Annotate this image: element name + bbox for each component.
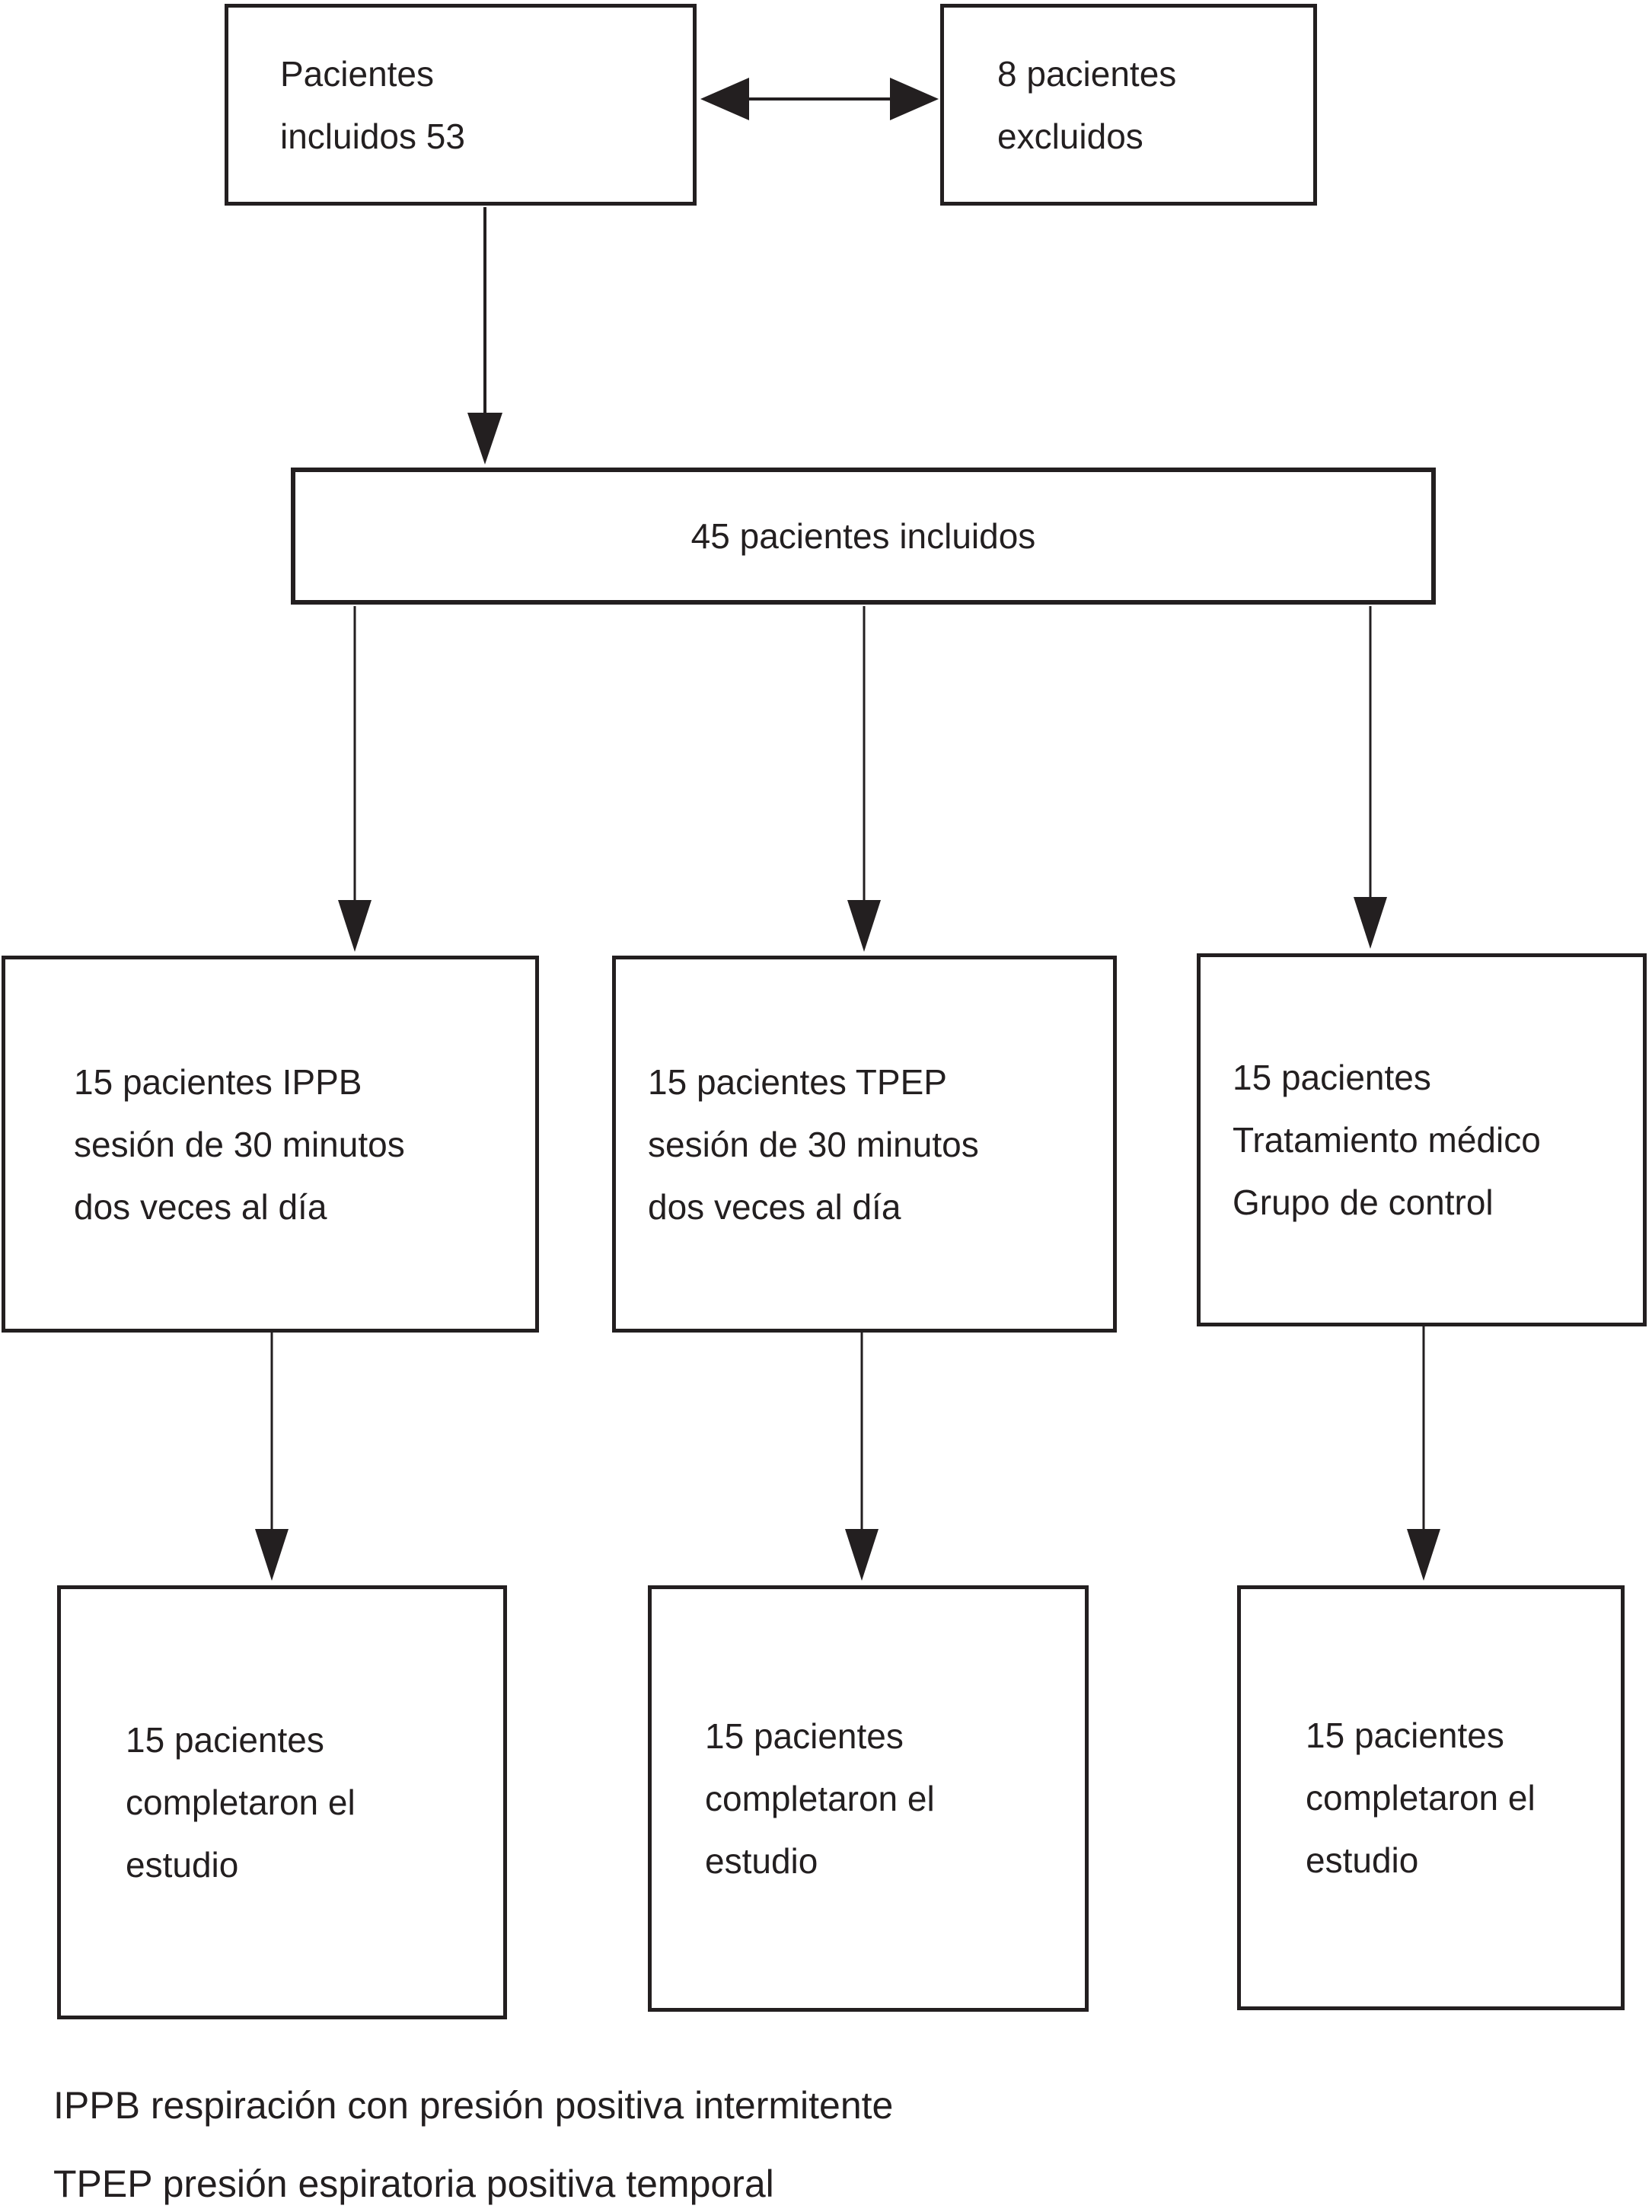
text-line: estudio — [1306, 1840, 1419, 1880]
text-line: Pacientes — [280, 53, 435, 94]
text-line: completaron el — [705, 1779, 935, 1818]
text-line: completaron el — [126, 1783, 356, 1822]
box-control-group: 15 pacientes Tratamiento médico Grupo de… — [1197, 953, 1647, 1326]
text-line: dos veces al día — [648, 1186, 901, 1227]
arrow-tpep-to-completed — [845, 1331, 879, 1581]
text-line: 15 pacientes — [126, 1720, 324, 1760]
text-line: Grupo de control — [1233, 1183, 1494, 1222]
text-line: 15 pacientes — [1233, 1058, 1431, 1097]
text-line: Tratamiento médico — [1233, 1120, 1541, 1160]
text-line: completaron el — [1306, 1778, 1536, 1818]
box-45-pacientes-incluidos: 45 pacientes incluidos — [291, 468, 1436, 605]
box-tpep-completed-study: 15 pacientes completaron el estudio — [648, 1585, 1089, 2012]
text-line: dos veces al día — [74, 1186, 327, 1227]
text-line: 15 pacientes TPEP — [648, 1061, 947, 1102]
text-line: 15 pacientes IPPB — [74, 1061, 362, 1102]
text-line: sesión de 30 minutos — [648, 1124, 979, 1164]
text-line: sesión de 30 minutos — [74, 1124, 405, 1164]
text-line: 15 pacientes — [705, 1716, 904, 1756]
box-ippb-group: 15 pacientes IPPB sesión de 30 minutos d… — [2, 956, 539, 1333]
text-line: incluidos 53 — [280, 116, 465, 156]
arrow-control-to-completed — [1407, 1325, 1440, 1581]
text-line: 15 pacientes — [1306, 1716, 1504, 1755]
text-line: 8 pacientes — [997, 53, 1177, 94]
text-line: estudio — [126, 1845, 239, 1885]
text-line: 45 pacientes incluidos — [690, 516, 1036, 556]
box-tpep-group: 15 pacientes TPEP sesión de 30 minutos d… — [612, 956, 1117, 1333]
box-pacientes-incluidos-53: Pacientes incluidos 53 — [225, 4, 697, 206]
text-line: estudio — [705, 1841, 818, 1881]
arrow-enrolled-excluded-bidirectional — [700, 78, 939, 120]
box-ippb-completed-study: 15 pacientes completaron el estudio — [57, 1585, 507, 2019]
footnote-ippb-definition: IPPB respiración con presión positiva in… — [53, 2084, 894, 2127]
box-control-completed-study: 15 pacientes completaron el estudio — [1237, 1585, 1625, 2010]
arrow-included-to-ippb — [338, 606, 372, 952]
footnote-tpep-definition: TPEP presión espiratoria positiva tempor… — [53, 2163, 774, 2205]
text-line: excluidos — [997, 116, 1143, 156]
box-pacientes-excluidos: 8 pacientes excluidos — [940, 4, 1317, 206]
arrow-ippb-to-completed — [255, 1331, 289, 1581]
arrow-included-to-tpep — [847, 606, 881, 952]
arrow-included-to-control — [1354, 606, 1387, 949]
arrow-enrolled-to-included — [467, 207, 502, 464]
